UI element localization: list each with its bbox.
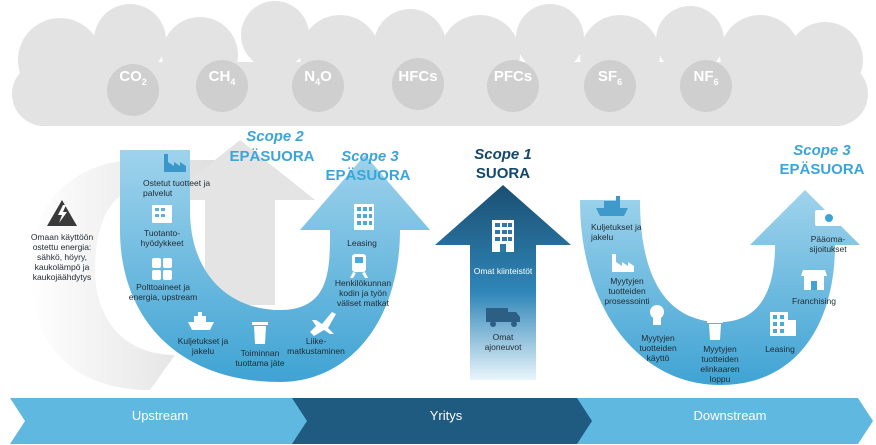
gas-sf6-label: SF6: [597, 68, 623, 87]
scope2-subtitle: EPÄSUORA: [229, 148, 315, 165]
gas-hfcs-label: HFCs: [398, 68, 438, 85]
ship-icon: [188, 312, 214, 330]
franchising-label: Franchising: [792, 296, 836, 306]
factory-icon: [612, 254, 634, 272]
kaytto-label: Myytyjen tuotteiden käyttö: [639, 333, 677, 363]
barrels-icon: [152, 258, 172, 280]
tuotanto-label: Tuotanto-hyödykkeet: [140, 228, 184, 248]
ajoneuvot-label: Omat ajoneuvot: [484, 332, 522, 352]
ostetut-label: Ostetut tuotteet ja palvelut: [143, 178, 211, 198]
gas-co2-label: CO2: [119, 68, 147, 87]
polttoaineet-label: Polttoaineet ja energia, upstream: [128, 282, 198, 302]
gas-pfcs-label: PFCs: [493, 68, 533, 85]
henkilo-label: Henkilökunnan kodin ja työn väliset matk…: [334, 278, 392, 308]
kuljetukset-down-label: Kuljetukset ja jakelu: [591, 222, 642, 242]
airplane-icon: [310, 312, 336, 336]
truck-icon: [486, 308, 520, 327]
gas-nf6-label: NF6: [693, 68, 719, 87]
bottom-band: [10, 398, 873, 444]
jate-label: Toiminnan tuottama jäte: [235, 348, 285, 368]
shop-icon: [801, 270, 827, 290]
scope2-title: Scope 2: [246, 128, 304, 145]
energy-gray-arc: [30, 160, 230, 390]
downstream-blue-arc: [580, 190, 860, 385]
office-building-icon: [492, 220, 514, 252]
office-building-icon: [770, 312, 796, 336]
scope2-gray-arrow: [165, 140, 315, 305]
gas-ch4-label: CH4: [208, 68, 236, 87]
leasing-up-label: Leasing: [347, 238, 377, 248]
scope1-title: Scope 1: [474, 146, 532, 163]
trash-can-icon: [707, 320, 723, 340]
kiinteistot-label: Omat kiinteistöt: [473, 266, 533, 276]
liike-label: Liike-matkustaminen: [287, 336, 345, 356]
elinkaari-label: Myytyjen tuotteiden elinkaaren loppu: [700, 344, 740, 384]
scope3-downstream-subtitle: EPÄSUORA: [779, 161, 865, 178]
money-icon: [815, 210, 843, 226]
scope3-downstream-title: Scope 3: [793, 142, 851, 159]
energy-label: Omaan käyttöön ostettu energia: sähkö, h…: [30, 232, 94, 282]
factory-icon: [164, 154, 186, 172]
lightning-icon: [47, 200, 77, 226]
band-downstream: Downstream: [693, 408, 767, 423]
train-icon: [350, 254, 368, 278]
scope1-subtitle: SUORA: [475, 165, 531, 182]
office-building-icon: [152, 205, 172, 223]
band-upstream: Upstream: [131, 408, 189, 423]
paaoma-label: Pääoma-sijoitukset: [809, 234, 847, 254]
gas-n4o-label: N4O: [304, 68, 332, 87]
band-yritys: Yritys: [429, 408, 463, 423]
trash-bin-icon: [252, 322, 268, 344]
office-building-icon: [354, 204, 374, 230]
prosessointi-label: Myytyjen tuotteiden prosessointi: [604, 276, 650, 306]
scope3-upstream-subtitle: EPÄSUORA: [325, 167, 411, 184]
kuljetukset-up-label: Kuljetukset ja jakelu: [177, 336, 229, 356]
leasing-down-label: Leasing: [765, 344, 795, 354]
scope3-upstream-title: Scope 3: [341, 148, 399, 165]
ship-icon: [596, 196, 628, 216]
scope1-arrow: [435, 185, 571, 380]
lightbulb-icon: [650, 305, 664, 325]
